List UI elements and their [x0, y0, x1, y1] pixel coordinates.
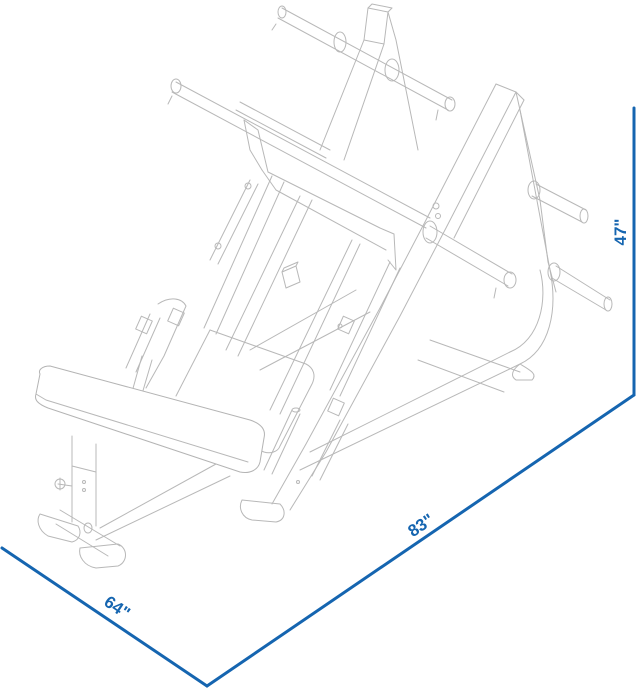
- length-dimension-line: [205, 393, 636, 688]
- cross-braces: [249, 289, 535, 393]
- stop-block: [281, 261, 301, 289]
- rear-weight-horns: [527, 180, 613, 312]
- length-dimension-label: 83": [404, 510, 437, 541]
- foot-plate: [243, 119, 397, 271]
- side-frame-curve: [299, 109, 554, 471]
- guide-rods: [203, 175, 401, 415]
- machine-line-art: [35, 3, 613, 569]
- front-weight-horn: [422, 202, 517, 299]
- seat-pad: [35, 365, 301, 475]
- height-dimension-label: 47": [611, 219, 630, 246]
- upper-carriage-bar: [167, 78, 431, 229]
- back-pad: [171, 329, 315, 454]
- front-base: [37, 463, 285, 569]
- seat-post: [54, 435, 97, 527]
- front-rail: [271, 83, 557, 511]
- handle-grips: [125, 298, 187, 395]
- dimension-lines: [0, 106, 636, 688]
- top-tower: [319, 3, 419, 161]
- rail-hardware: [296, 315, 355, 484]
- top-weight-horn: [271, 5, 456, 121]
- width-dimension-line: [0, 546, 209, 688]
